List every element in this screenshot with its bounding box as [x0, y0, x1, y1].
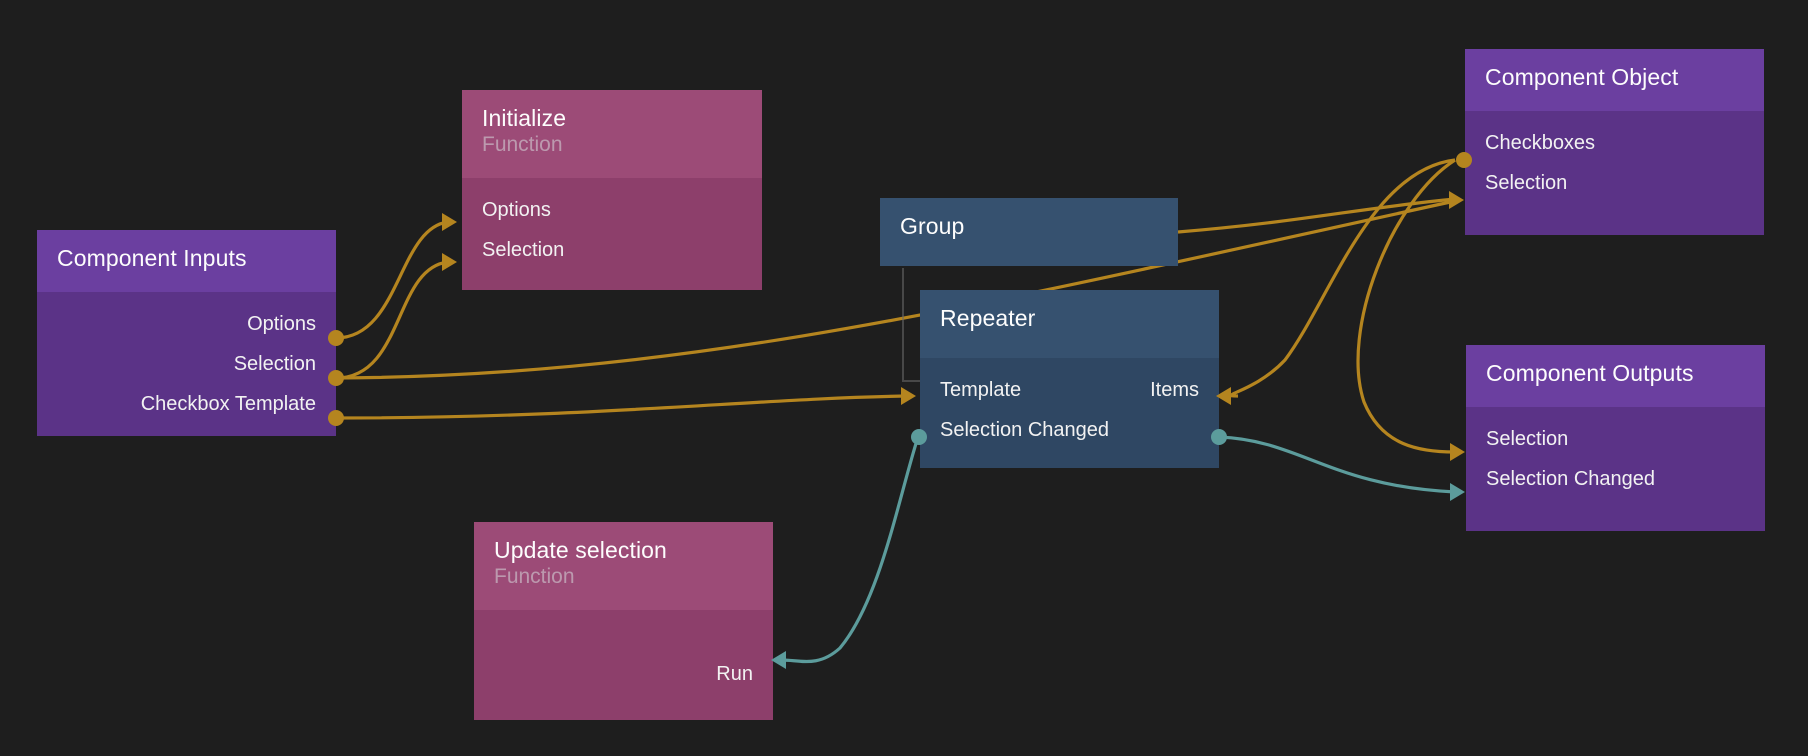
- port-row-template-items[interactable]: Template Items: [920, 370, 1219, 410]
- node-title: Repeater: [940, 305, 1036, 331]
- port-row-selection[interactable]: Selection: [37, 344, 336, 384]
- wire-inputs-template-to-repeater-template: [335, 394, 911, 420]
- wire-repeater-selchanged-to-update-run: [781, 436, 920, 664]
- node-group-header: Group: [880, 198, 1178, 266]
- node-component-inputs-header: Component Inputs: [37, 230, 336, 292]
- port-label: Selection: [1485, 172, 1568, 194]
- node-title: Component Outputs: [1486, 360, 1694, 386]
- port-row-selection-changed[interactable]: Selection Changed: [1466, 459, 1765, 499]
- node-initialize[interactable]: Initialize Function Options Selection: [462, 90, 762, 290]
- node-component-outputs[interactable]: Component Outputs Selection Selection Ch…: [1466, 345, 1765, 531]
- node-title: Group: [900, 213, 965, 239]
- node-title: Component Object: [1485, 64, 1679, 90]
- port-arrow-update-selection-run[interactable]: [771, 651, 786, 669]
- wire-inputs-selection-to-initialize-selection: [335, 260, 449, 380]
- node-component-object-body: Checkboxes Selection: [1465, 111, 1764, 235]
- port-row-options[interactable]: Options: [37, 304, 336, 344]
- node-repeater-header: Repeater: [920, 290, 1219, 358]
- port-label: Selection Changed: [1486, 468, 1656, 490]
- node-repeater[interactable]: Repeater Template Items Selection Change…: [920, 290, 1219, 468]
- port-label: Checkbox Template: [140, 393, 316, 415]
- node-subtitle: Function: [494, 565, 575, 589]
- port-label: Run: [716, 663, 753, 685]
- port-label: Selection: [233, 353, 316, 375]
- node-repeater-body: Template Items Selection Changed: [920, 358, 1219, 468]
- node-update-selection[interactable]: Update selection Function Run: [474, 522, 773, 720]
- port-label: Selection: [482, 239, 565, 261]
- node-group[interactable]: Group: [880, 198, 1178, 266]
- node-title: Component Inputs: [57, 245, 247, 271]
- port-label: Options: [247, 313, 316, 335]
- port-row-checkbox-template[interactable]: Checkbox Template: [37, 384, 336, 424]
- port-label-template: Template: [940, 379, 1022, 401]
- wire-object-checkboxes-to-outputs-selection: [1356, 158, 1456, 454]
- node-component-outputs-body: Selection Selection Changed: [1466, 407, 1765, 531]
- node-update-selection-header: Update selection Function: [474, 522, 773, 610]
- node-component-outputs-header: Component Outputs: [1466, 345, 1765, 407]
- port-label: Selection Changed: [940, 419, 1110, 441]
- port-arrow-outputs-selection-changed[interactable]: [1450, 483, 1465, 501]
- port-row-selection-changed[interactable]: Selection Changed: [920, 410, 1219, 450]
- port-label-items: Items: [1150, 379, 1199, 401]
- node-initialize-header: Initialize Function: [462, 90, 762, 178]
- port-arrow-repeater-template[interactable]: [901, 387, 916, 405]
- node-update-selection-body: Run: [474, 610, 773, 720]
- port-label: Options: [482, 199, 551, 221]
- node-component-inputs[interactable]: Component Inputs Options Selection Check…: [37, 230, 336, 436]
- port-arrow-initialize-selection[interactable]: [442, 253, 457, 271]
- node-subtitle: Function: [482, 133, 563, 157]
- port-label: Selection: [1486, 428, 1569, 450]
- port-row-selection[interactable]: Selection: [1465, 163, 1764, 203]
- node-component-object[interactable]: Component Object Checkboxes Selection: [1465, 49, 1764, 235]
- wire-inputs-options-to-initialize-options: [335, 220, 449, 340]
- port-row-options[interactable]: Options: [462, 190, 762, 230]
- port-row-selection[interactable]: Selection: [462, 230, 762, 270]
- port-label: Checkboxes: [1485, 132, 1596, 154]
- wire-object-checkboxes-to-repeater-items: [1229, 158, 1456, 398]
- node-component-object-header: Component Object: [1465, 49, 1764, 111]
- wire-group-to-object-selection: [1177, 197, 1456, 234]
- wire-repeater-to-outputs-selchanged: [1218, 435, 1456, 494]
- port-arrow-initialize-options[interactable]: [442, 213, 457, 231]
- port-row-run[interactable]: Run: [474, 654, 773, 694]
- node-initialize-body: Options Selection: [462, 178, 762, 290]
- node-title: Initialize: [482, 105, 567, 131]
- port-arrow-object-selection[interactable]: [1449, 191, 1464, 209]
- node-component-inputs-body: Options Selection Checkbox Template: [37, 292, 336, 436]
- port-row-checkboxes[interactable]: Checkboxes: [1465, 123, 1764, 163]
- node-title: Update selection: [494, 537, 667, 563]
- port-row-selection[interactable]: Selection: [1466, 419, 1765, 459]
- port-arrow-outputs-selection[interactable]: [1450, 443, 1465, 461]
